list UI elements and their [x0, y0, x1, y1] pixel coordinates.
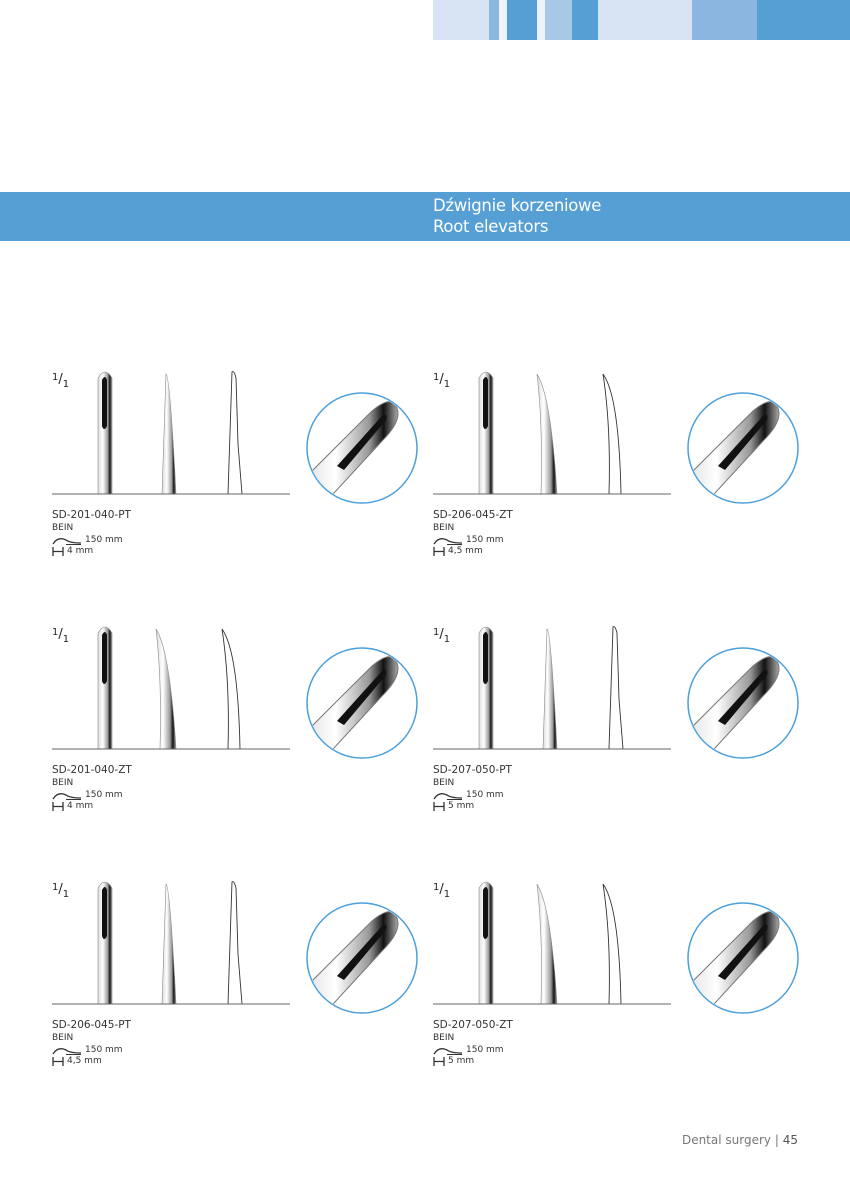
product-code: SD-207-050-ZT [433, 1019, 513, 1031]
page-number: 45 [782, 1133, 798, 1147]
outline-view [608, 626, 624, 750]
front-view [478, 881, 494, 1005]
instrument-illustration [52, 371, 418, 504]
product-code: SD-206-045-ZT [433, 509, 513, 521]
front-view [478, 371, 494, 495]
length-spec: 150 mm [433, 790, 504, 800]
product-sd-207-050-zt: 1/1 SD-207-050-ZT BEIN 150 mm 5 mm [433, 876, 813, 1096]
outline-view [227, 371, 243, 495]
color-bar-segment [507, 0, 537, 40]
side-view [536, 373, 558, 495]
scale-label: 1/1 [433, 627, 451, 645]
color-bar-segment [545, 0, 572, 40]
length-spec: 150 mm [433, 535, 504, 545]
product-sd-201-040-pt: 1/1 SD-201-040-PT BEIN 150 mm 4 mm [52, 366, 432, 586]
product-code: SD-201-040-PT [52, 509, 131, 521]
scale-label: 1/1 [433, 372, 451, 390]
product-sd-206-045-pt: 1/1 SD-206-045-PT BEIN 150 mm 4,5 mm [52, 876, 432, 1096]
instrument-illustration [52, 626, 418, 759]
product-code: SD-201-040-ZT [52, 764, 132, 776]
color-bar-segment [433, 0, 489, 40]
length-icon [52, 792, 82, 800]
product-code: SD-206-045-PT [52, 1019, 131, 1031]
product-sd-201-040-zt: 1/1 SD-201-040-ZT BEIN 150 mm 4 mm [52, 621, 432, 841]
scale-label: 1/1 [52, 372, 70, 390]
outline-view [227, 881, 243, 1005]
footer-separator: | [774, 1133, 779, 1147]
width-spec: 4,5 mm [433, 546, 483, 556]
material: BEIN [52, 778, 74, 788]
length-spec: 150 mm [433, 1045, 504, 1055]
width-spec: 4 mm [52, 801, 93, 811]
product-sd-206-045-zt: 1/1 SD-206-045-ZT BEIN 150 mm 4,5 mm [433, 366, 813, 586]
side-view [155, 628, 177, 750]
material: BEIN [433, 1033, 455, 1043]
material: BEIN [433, 523, 455, 533]
side-view [542, 628, 558, 750]
width-spec: 5 mm [433, 801, 474, 811]
scale-label: 1/1 [52, 627, 70, 645]
front-view [97, 371, 113, 495]
material: BEIN [52, 1033, 74, 1043]
color-bar-segment [598, 0, 692, 40]
length-icon [52, 1047, 82, 1055]
width-spec: 4 mm [52, 546, 93, 556]
width-icon [52, 546, 64, 556]
product-sd-207-050-pt: 1/1 SD-207-050-PT BEIN 150 mm 5 mm [433, 621, 813, 841]
side-view [161, 883, 177, 1005]
length-icon [433, 1047, 463, 1055]
outline-view [602, 373, 622, 495]
color-bar-segment [489, 0, 499, 40]
title-english: Root elevators [433, 217, 549, 236]
length-icon [52, 537, 82, 545]
width-spec: 4,5 mm [52, 1056, 102, 1066]
width-icon [433, 1056, 445, 1066]
scale-label: 1/1 [52, 882, 70, 900]
width-spec: 5 mm [433, 1056, 474, 1066]
color-bar-segment [572, 0, 598, 40]
instrument-illustration [52, 881, 418, 1014]
outline-view [602, 883, 622, 1005]
instrument-illustration [433, 626, 799, 759]
width-icon [433, 801, 445, 811]
material: BEIN [52, 523, 74, 533]
front-view [97, 626, 113, 750]
front-view [97, 881, 113, 1005]
front-view [478, 626, 494, 750]
color-bar-segment [692, 0, 757, 40]
outline-view [221, 628, 241, 750]
width-icon [52, 1056, 64, 1066]
instrument-illustration [433, 881, 799, 1014]
length-icon [433, 792, 463, 800]
width-icon [433, 546, 445, 556]
color-bar-segment [499, 0, 507, 40]
width-icon [52, 801, 64, 811]
length-spec: 150 mm [52, 790, 123, 800]
instrument-illustration [433, 371, 799, 504]
side-view [536, 883, 558, 1005]
footer-section: Dental surgery [681, 1133, 772, 1147]
length-icon [433, 537, 463, 545]
scale-label: 1/1 [433, 882, 451, 900]
section-title-band: Dźwignie korzeniowe Root elevators [0, 192, 850, 241]
page-footer: Dental surgery | 45 [682, 1133, 798, 1147]
length-spec: 150 mm [52, 535, 123, 545]
material: BEIN [433, 778, 455, 788]
title-polish: Dźwignie korzeniowe [433, 196, 602, 215]
color-bar-segment [537, 0, 545, 40]
side-view [161, 373, 177, 495]
color-bar-segment [757, 0, 850, 40]
length-spec: 150 mm [52, 1045, 123, 1055]
product-code: SD-207-050-PT [433, 764, 512, 776]
